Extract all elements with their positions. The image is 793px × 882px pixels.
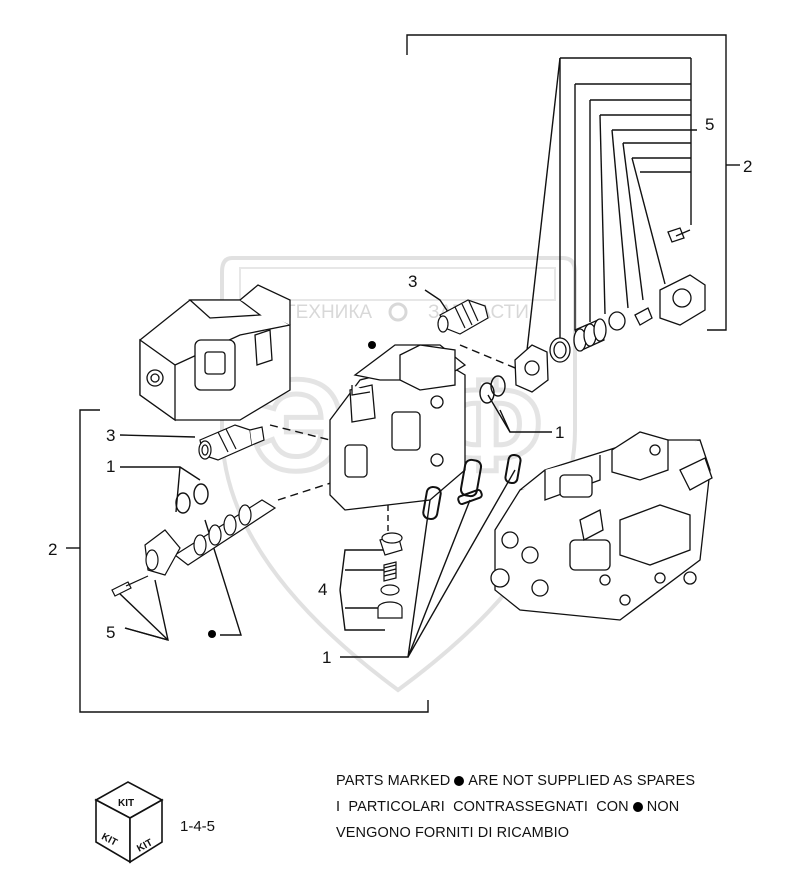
cartridge-left <box>198 424 265 461</box>
cartridge-top <box>437 299 489 335</box>
seals-bottom <box>422 453 522 521</box>
o-rings-left <box>175 483 209 514</box>
kit-cube-icon: KIT KIT KIT <box>94 781 164 864</box>
callout-right-1: 1 <box>555 423 564 442</box>
spool <box>144 499 277 576</box>
bullet-marker-top <box>368 341 376 349</box>
bracket-left <box>79 409 429 713</box>
callout-top-5: 5 <box>705 115 714 134</box>
note-line1-before: PARTS MARKED <box>336 773 451 789</box>
note-line1-after: ARE NOT SUPPLIED AS SPARES <box>468 773 696 789</box>
note-line-2: I PARTICOLARI CONTRASSEGNATI CON NON <box>336 796 776 822</box>
bullet-marker-left <box>208 630 216 638</box>
callout-bottom-1: 1 <box>322 648 331 667</box>
notes-block: PARTS MARKED ARE NOT SUPPLIED AS SPARES I… <box>336 770 776 848</box>
spool-section <box>329 344 467 511</box>
brackets <box>66 34 740 713</box>
stack-parts-4 <box>377 532 403 619</box>
cap-assembly <box>514 227 706 393</box>
callout-top-2: 2 <box>743 157 752 176</box>
bracket-top-right <box>406 34 727 331</box>
note-line-1: PARTS MARKED ARE NOT SUPPLIED AS SPARES <box>336 770 776 796</box>
callout-left-4: 4 <box>318 580 327 599</box>
o-rings-right <box>479 375 506 404</box>
valve-assembly-right <box>490 431 713 621</box>
callout-left-2: 2 <box>48 540 57 559</box>
callout-top-3: 3 <box>408 272 417 291</box>
note-line2-after: NON <box>646 799 680 815</box>
bullet-icon <box>454 776 465 786</box>
screw-left <box>111 575 149 597</box>
callout-labels: 2 5 2 3 3 1 1 1 5 4 <box>48 115 752 667</box>
kit-code: 1-4-5 <box>180 818 216 835</box>
note-line-3: VENGONO FORNITI DI RICAMBIO <box>336 825 570 841</box>
watermark-left-text: ТЕХНИКА <box>284 302 372 323</box>
valve-block-left <box>139 284 291 422</box>
callout-left-3: 3 <box>106 426 115 445</box>
gear-icon <box>388 302 408 322</box>
callout-left-5: 5 <box>106 623 115 642</box>
callout-left-1: 1 <box>106 457 115 476</box>
bullet-icon <box>632 802 643 812</box>
kit-top-label: KIT <box>118 798 134 809</box>
note-line2-before: I PARTICOLARI CONTRASSEGNATI CON <box>336 799 629 815</box>
